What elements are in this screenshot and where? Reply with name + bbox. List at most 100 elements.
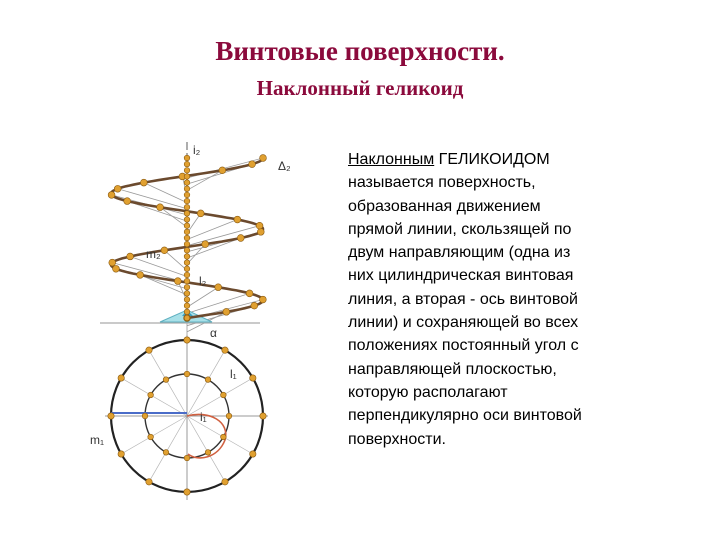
- plan-spiral-curve: [186, 413, 227, 459]
- description-body: ГЕЛИКОИДОМ называется поверхность, образ…: [348, 151, 582, 448]
- plan-outer-point: [221, 346, 229, 354]
- helix-point: [214, 283, 222, 291]
- plan-inner-point: [225, 412, 233, 420]
- plan-radial-line: [186, 415, 253, 455]
- axis-point: [183, 247, 191, 254]
- helix-point: [245, 289, 254, 298]
- construction-lines: [111, 157, 264, 492]
- plan-radial-line: [121, 377, 188, 417]
- label-l1: l₁: [230, 367, 237, 381]
- axis-point: [183, 179, 191, 186]
- helix-point: [250, 301, 258, 310]
- plan-inner-point: [183, 454, 191, 462]
- axis-point: [183, 314, 191, 322]
- axis-point: [183, 228, 191, 235]
- page-subtitle: Наклонный геликоид: [256, 76, 464, 100]
- label-m1: m₁: [90, 433, 104, 447]
- plan-outer-point: [145, 346, 153, 354]
- plan-radial-line: [148, 350, 188, 417]
- helix-point: [259, 295, 267, 304]
- axis-point: [183, 204, 191, 211]
- generator-line: [186, 169, 223, 191]
- helix-point: [174, 277, 182, 285]
- plan-outer-point: [249, 450, 257, 458]
- axis-point: [183, 161, 191, 168]
- generator-line: [159, 206, 188, 228]
- generator-line: [139, 274, 188, 296]
- helix-point: [259, 154, 267, 162]
- axis-point: [183, 222, 191, 229]
- helix-point: [136, 271, 144, 279]
- plan-inner-point: [162, 376, 170, 383]
- label-alpha: α: [210, 326, 217, 340]
- axis-point: [183, 167, 191, 174]
- axis-point: [183, 253, 191, 260]
- plan-radial-line: [186, 350, 226, 417]
- plan-outer-point: [259, 412, 267, 420]
- axis-point: [183, 302, 191, 309]
- helix-point: [233, 215, 242, 224]
- generator-line: [186, 237, 241, 259]
- plan-inner-point: [162, 449, 170, 456]
- axis-point: [183, 210, 191, 217]
- plan-inner-point: [220, 433, 227, 441]
- helix-point: [140, 178, 148, 187]
- description-text: Наклонным ГЕЛИКОИДОМ называется поверхно…: [348, 148, 688, 451]
- plan-outer-point: [145, 478, 153, 486]
- generator-line: [129, 256, 188, 277]
- plan-outer-point: [183, 336, 191, 344]
- helix-point: [237, 234, 245, 242]
- axis-point: [183, 185, 191, 192]
- generator-line: [164, 250, 188, 271]
- page-title: Винтовые поверхности.: [215, 36, 505, 66]
- generator-line: [186, 293, 250, 314]
- generator-line: [186, 225, 260, 247]
- axis-point: [183, 290, 191, 297]
- axis-point: [183, 265, 191, 272]
- plan-radial-line: [121, 415, 188, 455]
- generator-line: [117, 188, 188, 210]
- helix-point: [222, 308, 231, 316]
- axis-point: [183, 277, 191, 285]
- plan-outer-point: [117, 450, 125, 458]
- axis-point: [183, 191, 191, 199]
- axis-point: [183, 308, 191, 315]
- plan-radial-line: [186, 377, 253, 417]
- label-delta2: Δ₂: [278, 159, 290, 173]
- helix-point: [126, 252, 134, 261]
- helix-point: [255, 221, 264, 230]
- figure-labels: i₂ Δ₂ m₂ l₂ α l₁ i₁ m₁: [90, 143, 290, 447]
- generator-line: [143, 182, 188, 203]
- helix-point: [160, 246, 169, 255]
- oblique-helicoid-drawing: i₂ Δ₂ m₂ l₂ α l₁ i₁ m₁: [90, 142, 290, 500]
- axis-point: [183, 234, 191, 242]
- axis-point: [183, 173, 191, 180]
- plan-outer-point: [249, 374, 257, 382]
- plan-outer-point: [107, 412, 115, 420]
- helix-point: [201, 240, 209, 248]
- axis-point: [183, 296, 191, 303]
- helix-point: [112, 265, 120, 273]
- axis-point: [183, 284, 191, 291]
- plan-inner-point: [204, 376, 212, 383]
- axis-point: [183, 154, 191, 162]
- plan-inner-point: [147, 433, 154, 441]
- helix-point: [123, 197, 131, 205]
- helix-point: [257, 228, 265, 236]
- plan-outer-point: [183, 488, 191, 496]
- helix-point: [248, 160, 256, 168]
- generator-line: [112, 262, 188, 284]
- axis-point: [183, 259, 191, 266]
- plan-inner-point: [141, 412, 149, 420]
- helix-point: [107, 191, 116, 199]
- plan-outer-point: [221, 478, 229, 486]
- label-l2: l₂: [199, 274, 207, 288]
- plan-inner-point: [220, 391, 227, 399]
- helix-point: [218, 166, 227, 175]
- helix-point: [108, 258, 116, 267]
- generator-line: [186, 286, 219, 308]
- axis-point: [183, 271, 191, 279]
- label-i2-top: i₂: [193, 143, 201, 157]
- axis-point: [183, 197, 191, 205]
- label-i1: i₁: [200, 410, 207, 424]
